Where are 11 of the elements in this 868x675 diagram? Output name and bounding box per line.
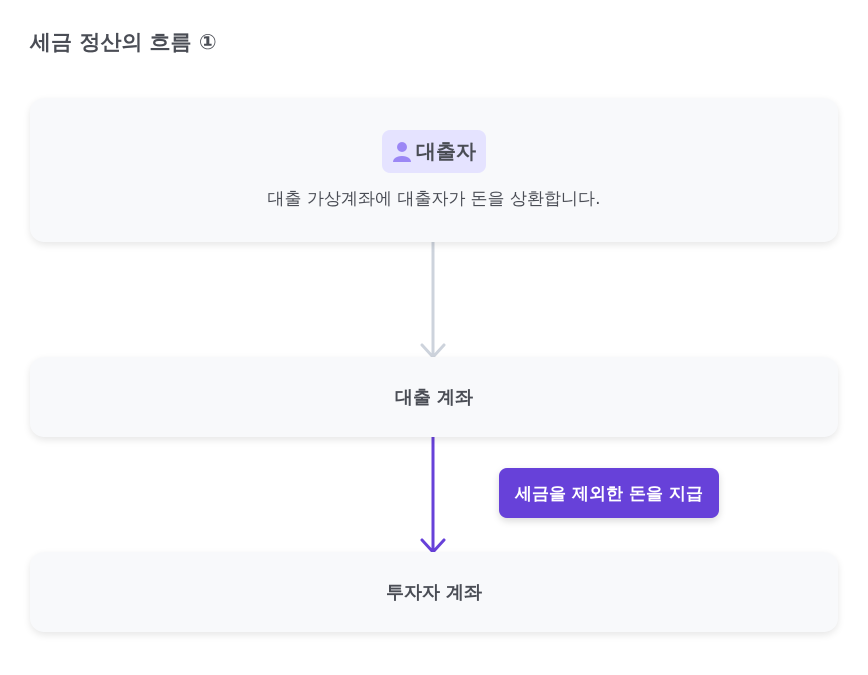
process-card (30, 98, 838, 242)
arrow (420, 436, 446, 554)
title: 세금 정산의 흐름 ① (30, 29, 217, 56)
process-card (30, 552, 838, 632)
process-card (30, 357, 838, 437)
role-badge: 대출자 (382, 130, 486, 173)
arrow (420, 240, 446, 358)
description: 대출 가상계좌에 대출자가 돈을 상환합니다. (267, 188, 601, 210)
card-heading: 투자자 계좌 (386, 581, 482, 604)
card-heading: 대출 계좌 (394, 386, 474, 409)
edge-label: 세금을 제외한 돈을 지급 (499, 468, 719, 518)
